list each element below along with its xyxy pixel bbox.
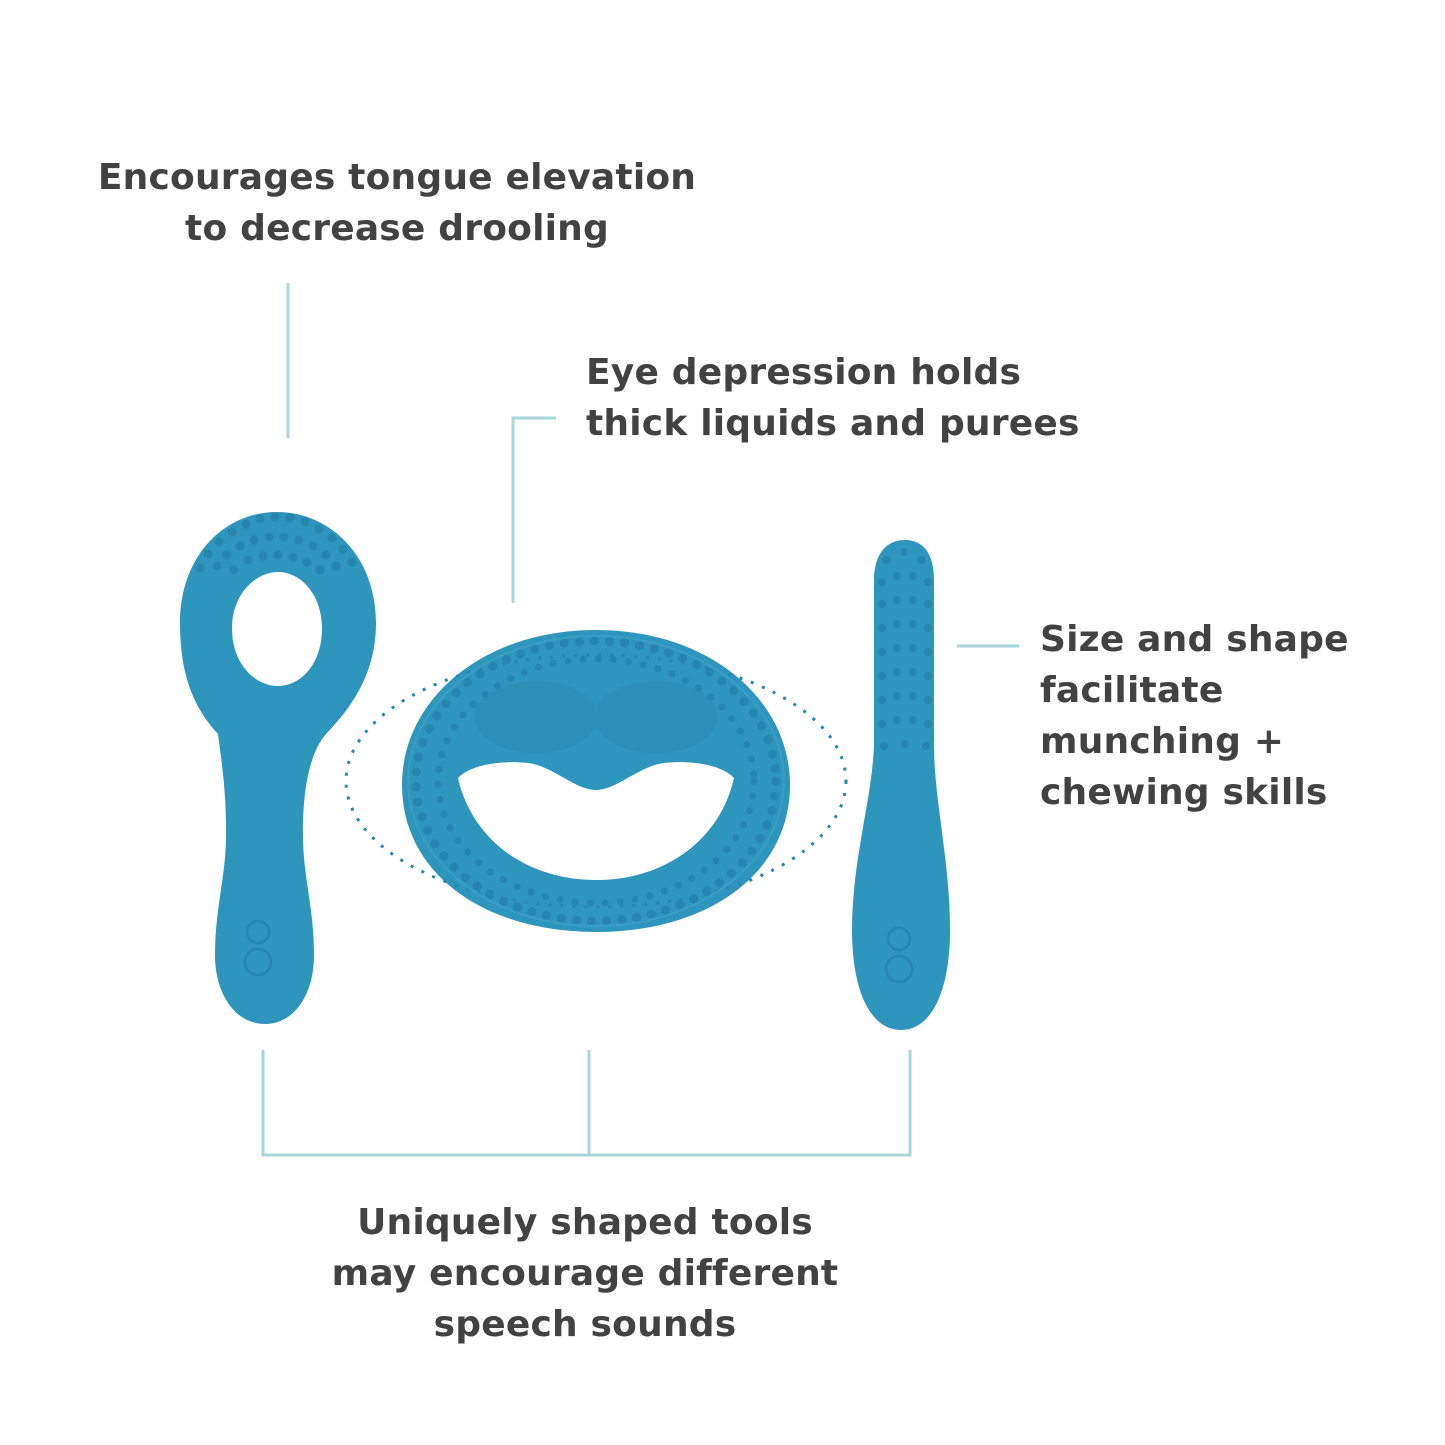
caption-line: Encourages tongue elevation xyxy=(97,157,697,198)
caption-eye-depression: Eye depression holds thick liquids and p… xyxy=(586,347,1080,449)
caption-line: chewing skills xyxy=(1040,772,1328,813)
leader-lines xyxy=(261,283,1019,1157)
caption-size-shape: Size and shape facilitate munching + che… xyxy=(1040,614,1349,818)
loop-tool-icon xyxy=(180,512,376,1024)
oval-face-tool-icon xyxy=(344,630,848,932)
caption-line: Size and shape xyxy=(1040,619,1349,660)
bracket-bottom xyxy=(261,1050,912,1157)
caption-line: thick liquids and purees xyxy=(586,403,1080,444)
caption-line: to decrease drooling xyxy=(185,208,609,249)
caption-line: may encourage different xyxy=(331,1253,839,1294)
caption-line: speech sounds xyxy=(433,1304,737,1345)
caption-line: Uniquely shaped tools xyxy=(357,1202,813,1243)
caption-line: munching + xyxy=(1040,721,1285,762)
caption-tongue-elevation: Encourages tongue elevation to decrease … xyxy=(97,152,697,254)
caption-unique-shapes: Uniquely shaped tools may encourage diff… xyxy=(285,1197,885,1350)
caption-line: Eye depression holds xyxy=(586,352,1022,393)
textured-stick-tool-icon xyxy=(852,540,950,1030)
leader-line-eye xyxy=(511,416,556,603)
caption-line: facilitate xyxy=(1040,670,1224,711)
